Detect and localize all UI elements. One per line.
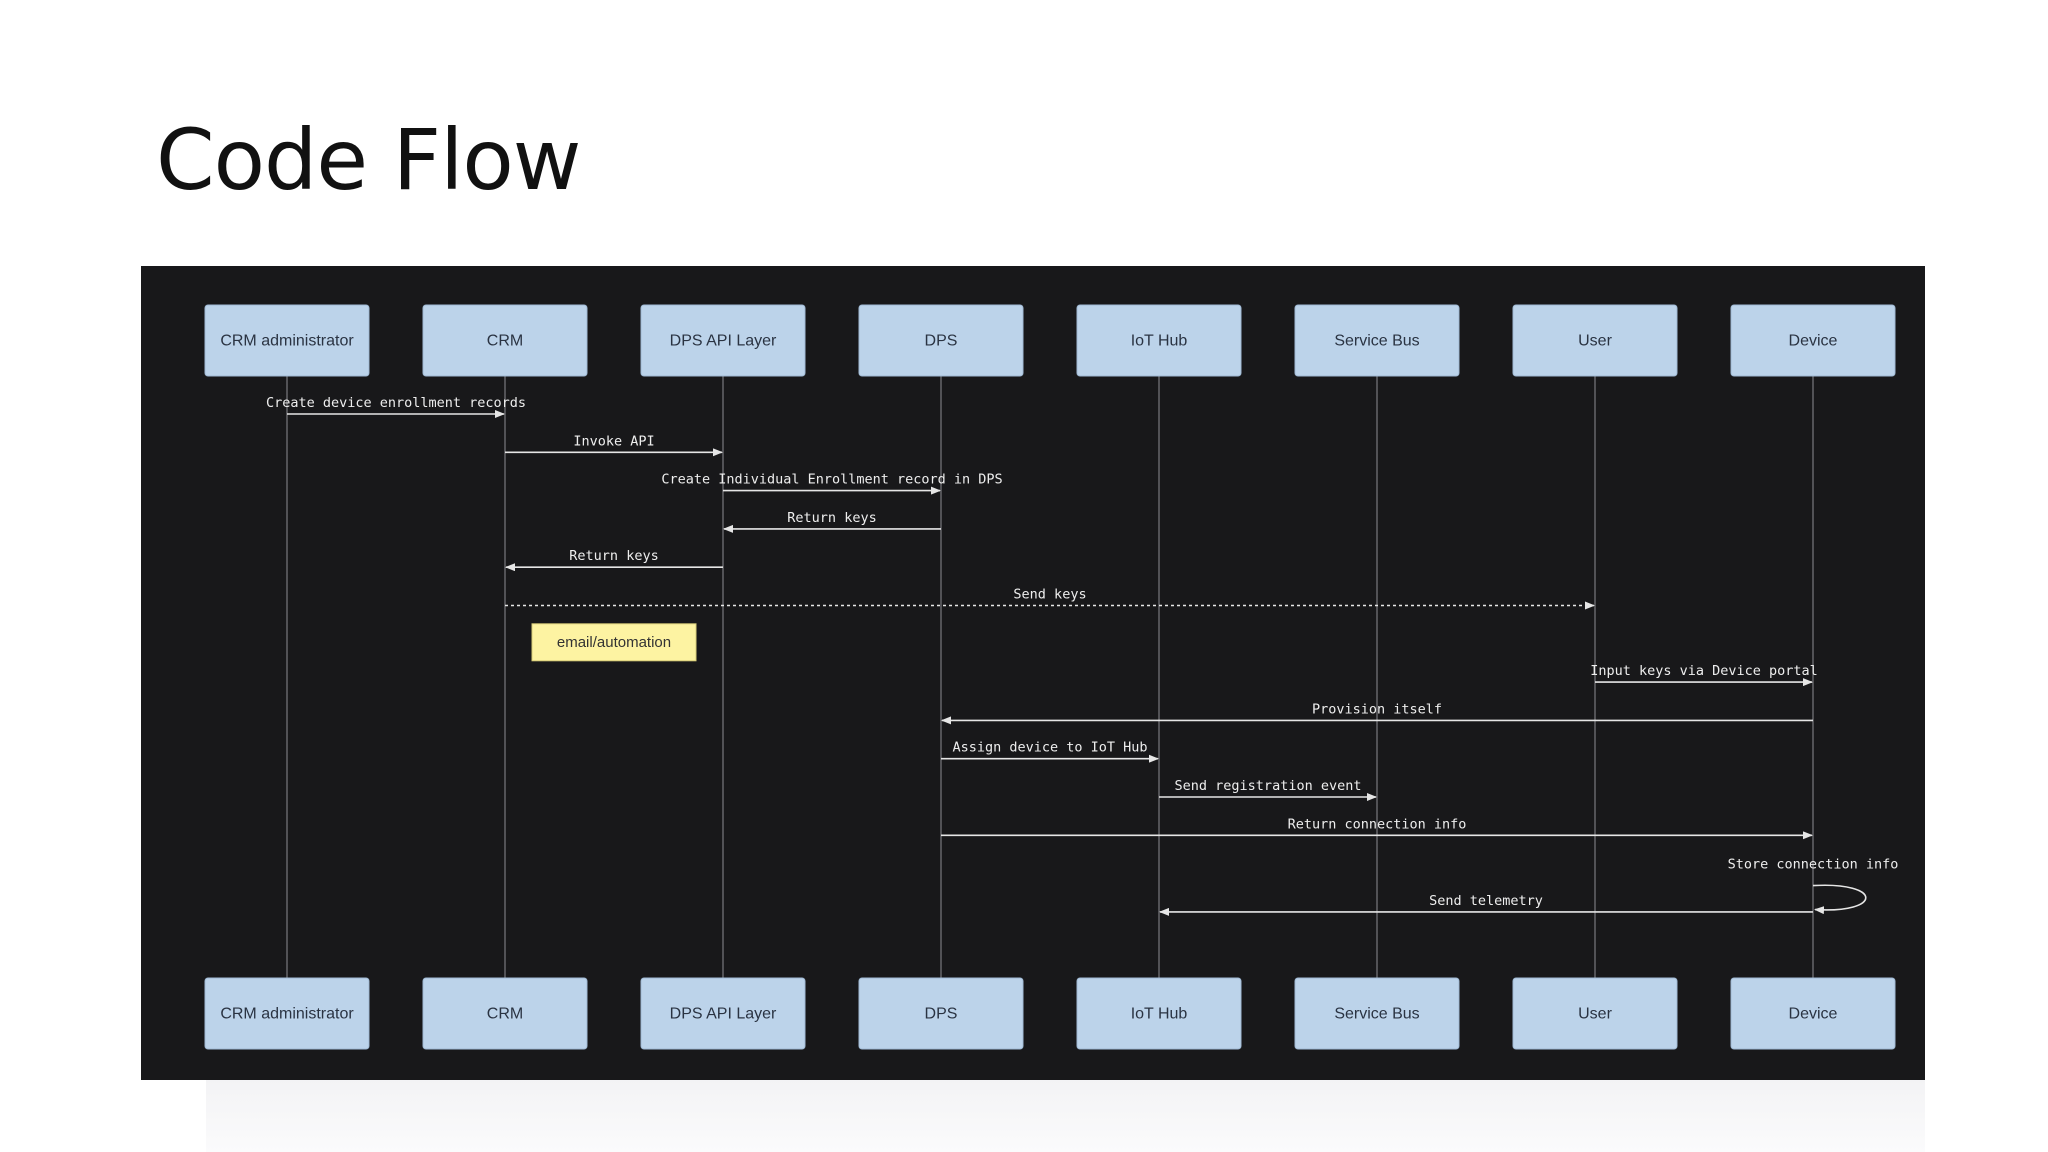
participant-label: User [1578,1006,1612,1023]
participant-label: DPS API Layer [670,1006,777,1023]
participant-top-crm: CRM [422,304,588,377]
participant-box [1730,977,1896,1050]
note-box [531,623,697,662]
participant-label: DPS [925,333,958,350]
participant-box [858,304,1024,377]
participant-box [1076,977,1242,1050]
participant-bottom-service-bus: Service Bus [1294,977,1460,1050]
message-input-keys-via-device-portal: Input keys via Device portal [1590,663,1818,687]
message-return-connection-info: Return connection info [941,816,1813,840]
message-label: Create Individual Enrollment record in D… [661,472,1002,488]
message-label: Invoke API [573,433,654,449]
participant-top-dps: DPS [858,304,1024,377]
message-label: Return connection info [1288,816,1467,832]
participant-bottom-crm: CRM [422,977,588,1050]
message-create-individual-enrollment-record-in-dps: Create Individual Enrollment record in D… [661,472,1003,495]
participant-bottom-crm-administrator: CRM administrator [204,977,370,1050]
participant-box [640,304,806,377]
participant-top-service-bus: Service Bus [1294,304,1460,377]
message-label: Create device enrollment records [266,395,526,411]
participant-label: CRM administrator [220,333,354,350]
participant-top-device: Device [1730,304,1896,377]
participant-box [1076,304,1242,377]
message-label: Send telemetry [1429,893,1543,909]
participant-box [422,304,588,377]
participant-box [204,304,370,377]
message-label: Provision itself [1312,701,1442,717]
note-email-automation: email/automation [531,623,697,662]
message-label: Assign device to IoT Hub [952,740,1147,756]
participant-label: CRM [487,1006,523,1023]
participant-label: Device [1789,1006,1838,1023]
participant-label: User [1578,333,1612,350]
participant-label: IoT Hub [1131,1006,1188,1023]
message-label: Send keys [1013,587,1086,603]
slide-footer-shadow [206,1080,1925,1152]
participant-box [1730,304,1896,377]
participant-bottom-iot-hub: IoT Hub [1076,977,1242,1050]
message-send-keys: Send keys [505,587,1595,610]
note-label: email/automation [557,634,671,651]
message-assign-device-to-iot-hub: Assign device to IoT Hub [941,740,1159,763]
participant-bottom-dps-api-layer: DPS API Layer [640,977,806,1050]
message-label: Send registration event [1175,778,1362,794]
message-label: Store connection info [1728,857,1899,873]
message-provision-itself: Provision itself [941,701,1813,725]
participant-box [204,977,370,1050]
message-invoke-api: Invoke API [505,433,723,457]
message-store-connection-info: Store connection info [1728,857,1899,915]
message-return-keys: Return keys [723,510,941,533]
slide-title: Code Flow [156,111,581,209]
participant-box [1512,304,1678,377]
participant-top-crm-administrator: CRM administrator [204,304,370,377]
message-arrow [1812,884,1867,915]
participant-box [422,977,588,1050]
participant-bottom-device: Device [1730,977,1896,1050]
participant-box [1512,977,1678,1050]
participant-box [858,977,1024,1050]
message-send-telemetry: Send telemetry [1159,893,1813,916]
message-label: Return keys [569,548,658,564]
participant-top-user: User [1512,304,1678,377]
participant-top-iot-hub: IoT Hub [1076,304,1242,377]
participant-box [1294,304,1460,377]
participant-label: CRM [487,333,523,350]
participant-bottom-dps: DPS [858,977,1024,1050]
message-send-registration-event: Send registration event [1159,778,1377,801]
participant-label: DPS API Layer [670,333,777,350]
participant-label: Device [1789,333,1838,350]
participant-box [640,977,806,1050]
participant-label: Service Bus [1334,1006,1419,1023]
participant-label: Service Bus [1334,333,1419,350]
participant-label: CRM administrator [220,1006,354,1023]
message-label: Input keys via Device portal [1590,663,1818,679]
participant-box [1294,977,1460,1050]
participant-bottom-user: User [1512,977,1678,1050]
participant-label: DPS [925,1006,958,1023]
message-return-keys: Return keys [505,548,723,572]
participant-top-dps-api-layer: DPS API Layer [640,304,806,377]
message-create-device-enrollment-records: Create device enrollment records [266,395,526,418]
participant-label: IoT Hub [1131,333,1188,350]
message-label: Return keys [787,510,876,526]
